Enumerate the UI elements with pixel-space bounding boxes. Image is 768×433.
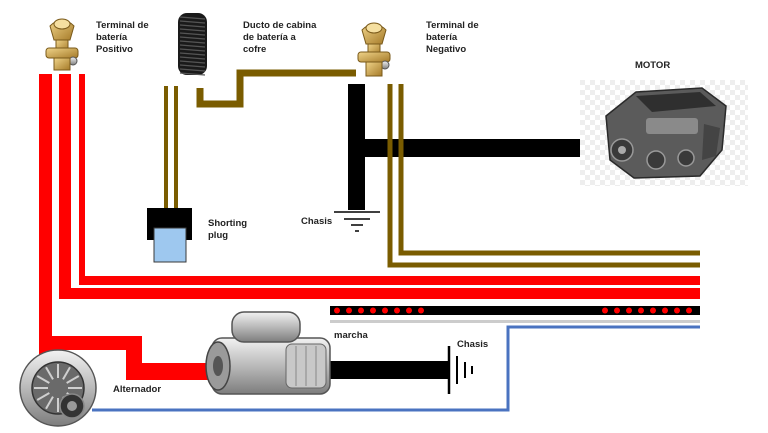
red-wire-to-starter (39, 336, 210, 380)
conduit-rib (179, 52, 206, 56)
conduit-rib (179, 32, 206, 36)
starter-motor-icon (205, 311, 331, 395)
positive-wires (39, 74, 700, 380)
ground-wire-to-engine (365, 139, 580, 157)
conduit-rib (179, 48, 206, 52)
brown-wire-negative-a (387, 84, 700, 268)
conduit-rib (179, 68, 206, 72)
battery-terminal-icon (357, 22, 391, 77)
conduit-rib (179, 16, 206, 20)
marcha-dot (418, 307, 424, 314)
conduit-rib (179, 20, 206, 24)
conduit-rib (179, 64, 206, 68)
conduit-rib (179, 44, 206, 48)
blue-wire (92, 325, 700, 412)
marcha-dot (382, 307, 388, 314)
brown-wires (164, 69, 700, 268)
marcha-dot (614, 307, 620, 314)
ground-symbol-icon (334, 211, 380, 232)
label-shorting-plug: Shorting plug (208, 218, 248, 241)
conduit-rib (179, 28, 206, 32)
red-wire-outer-vertical (39, 74, 52, 364)
alternator-fin (36, 375, 50, 384)
alternator-fin (36, 392, 50, 401)
shorting-plug-socket (153, 227, 187, 263)
label-chasis-ground: Chasis (301, 216, 333, 227)
alternator-fin (45, 366, 54, 380)
marcha-dot (686, 307, 692, 314)
starter-ground-wire (327, 361, 449, 379)
label-chasis-starter: Chasis (457, 339, 489, 350)
alternator-fin (45, 396, 54, 410)
label-terminal-negativo: Terminal de batería Negativo (426, 20, 479, 55)
label-ducto: Ducto de cabina de batería a cofre (243, 20, 317, 55)
marcha-dot (334, 307, 340, 314)
marcha-wire (330, 306, 700, 323)
marcha-dot (602, 307, 608, 314)
battery-terminal-icon (45, 18, 79, 71)
brown-wire-negative-b (398, 84, 700, 256)
conduit-rib (179, 36, 206, 40)
conduit-rib (179, 56, 206, 60)
label-marcha: marcha (334, 330, 368, 341)
marcha-dot (394, 307, 400, 314)
red-wire-inner-horizontal (79, 276, 700, 285)
corrugated-conduit-icon (178, 13, 207, 76)
marcha-dot (370, 307, 376, 314)
alternator-icon (19, 349, 97, 427)
label-motor: MOTOR (635, 60, 671, 71)
marcha-dot (406, 307, 412, 314)
marcha-dot (662, 307, 668, 314)
battery-symbol-icon (447, 346, 473, 394)
ground-wire-vertical (348, 84, 365, 210)
marcha-dot (626, 307, 632, 314)
marcha-dots-left (334, 307, 424, 314)
alternator-fin (66, 375, 80, 384)
shorting-plug (147, 208, 192, 263)
conduit-rib (179, 24, 206, 28)
marcha-dot (674, 307, 680, 314)
engine-icon (605, 87, 727, 179)
ground-wires (327, 84, 580, 379)
conduit-rib (179, 72, 206, 76)
conduit-rib (179, 40, 206, 44)
red-wire-middle-horizontal (59, 288, 700, 299)
label-terminal-positivo: Terminal de batería Positivo (96, 20, 149, 55)
marcha-dot (650, 307, 656, 314)
brown-wire-duct-to-negative (196, 69, 356, 108)
label-alternador: Alternador (113, 384, 162, 395)
conduit-rib (179, 60, 206, 64)
marcha-wire-underline (330, 320, 700, 323)
marcha-dot (346, 307, 352, 314)
red-wire-inner-vertical (79, 74, 85, 284)
marcha-dots-right (602, 307, 692, 314)
alternator-fin (62, 366, 71, 380)
marcha-dot (358, 307, 364, 314)
red-wire-middle-vertical (59, 74, 71, 299)
marcha-dot (638, 307, 644, 314)
marcha-wire-body (330, 306, 700, 315)
